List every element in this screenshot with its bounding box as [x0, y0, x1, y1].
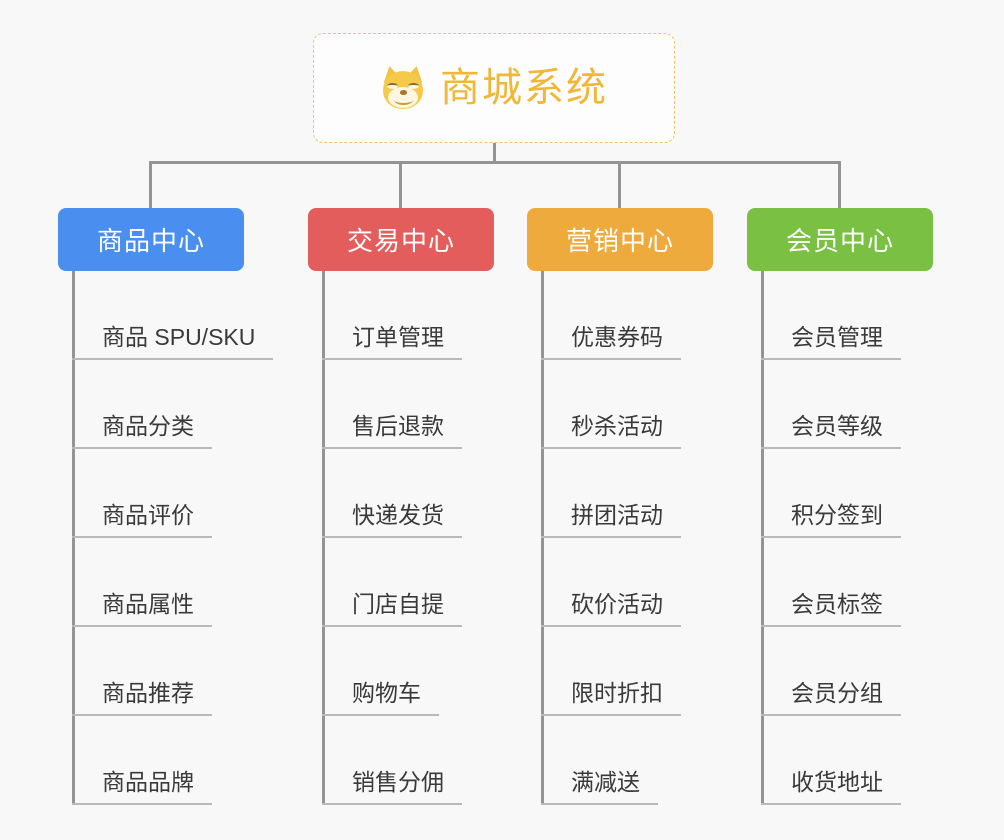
list-item[interactable]: 销售分佣: [308, 716, 494, 805]
connector-root-stub: [493, 143, 496, 163]
leaf-label: 商品品牌: [102, 768, 194, 795]
branch-marketing-center: 营销中心 优惠券码 秒杀活动 拼团活动 砍价活动 限时折扣 满减送: [527, 208, 713, 805]
list-item[interactable]: 满减送: [527, 716, 713, 805]
connector-drop-member-center: [838, 161, 841, 208]
branch-spine: [322, 271, 325, 805]
list-item[interactable]: 售后退款: [308, 360, 494, 449]
leaf-label: 会员等级: [791, 412, 883, 439]
branch-spine: [72, 271, 75, 805]
list-item[interactable]: 商品分类: [58, 360, 244, 449]
leaf-label: 会员标签: [791, 590, 883, 617]
leaf-label: 砍价活动: [571, 590, 663, 617]
leaf-label: 商品 SPU/SKU: [102, 323, 256, 350]
leaf-label: 会员分组: [791, 679, 883, 706]
list-item[interactable]: 积分签到: [747, 449, 933, 538]
list-item[interactable]: 购物车: [308, 627, 494, 716]
category-title: 交易中心: [346, 226, 455, 256]
leaf-label: 销售分佣: [352, 768, 444, 795]
leaf-label: 会员管理: [791, 323, 883, 350]
list-item[interactable]: 砍价活动: [527, 538, 713, 627]
list-item[interactable]: 会员分组: [747, 627, 933, 716]
leaf-label: 秒杀活动: [571, 412, 663, 439]
list-item[interactable]: 秒杀活动: [527, 360, 713, 449]
list-item[interactable]: 订单管理: [308, 271, 494, 360]
list-item[interactable]: 快递发货: [308, 449, 494, 538]
list-item[interactable]: 拼团活动: [527, 449, 713, 538]
branch-spine: [761, 271, 764, 805]
root-title: 商城系统: [440, 66, 608, 110]
leaf-label: 商品分类: [102, 412, 194, 439]
connector-drop-product-center: [149, 161, 152, 208]
category-title: 营销中心: [565, 226, 674, 256]
branch-product-center: 商品中心 商品 SPU/SKU 商品分类 商品评价 商品属性 商品推荐 商品品牌: [58, 208, 274, 805]
category-header-product-center[interactable]: 商品中心: [58, 208, 244, 271]
list-item[interactable]: 会员管理: [747, 271, 933, 360]
leaf-label: 商品评价: [102, 501, 194, 528]
list-item[interactable]: 商品推荐: [58, 627, 244, 716]
leaf-label: 订单管理: [352, 323, 444, 350]
leaf-label: 限时折扣: [571, 679, 663, 706]
list-item[interactable]: 门店自提: [308, 538, 494, 627]
list-item[interactable]: 会员标签: [747, 538, 933, 627]
list-item[interactable]: 优惠券码: [527, 271, 713, 360]
leaf-label: 商品推荐: [102, 679, 194, 706]
connector-drop-trade-center: [399, 161, 402, 208]
leaf-label: 购物车: [352, 679, 421, 706]
category-header-member-center[interactable]: 会员中心: [747, 208, 933, 271]
leaf-label: 快递发货: [352, 501, 444, 528]
leaf-label: 门店自提: [352, 590, 444, 617]
branch-member-center: 会员中心 会员管理 会员等级 积分签到 会员标签 会员分组 收货地址: [747, 208, 933, 805]
list-item[interactable]: 会员等级: [747, 360, 933, 449]
category-header-marketing-center[interactable]: 营销中心: [527, 208, 713, 271]
connector-horizontal-bus: [149, 161, 841, 164]
branch-trade-center: 交易中心 订单管理 售后退款 快递发货 门店自提 购物车 销售分佣: [308, 208, 494, 805]
leaf-label: 售后退款: [352, 412, 444, 439]
category-title: 商品中心: [96, 226, 205, 256]
category-title: 会员中心: [785, 226, 894, 256]
category-header-trade-center[interactable]: 交易中心: [308, 208, 494, 271]
branch-spine: [541, 271, 544, 805]
shiba-dog-icon: [380, 64, 426, 111]
list-item[interactable]: 商品 SPU/SKU: [58, 271, 274, 360]
leaf-label: 积分签到: [791, 501, 883, 528]
list-item[interactable]: 限时折扣: [527, 627, 713, 716]
leaf-label: 优惠券码: [571, 323, 663, 350]
list-item[interactable]: 商品评价: [58, 449, 244, 538]
leaf-label: 商品属性: [102, 590, 194, 617]
list-item[interactable]: 收货地址: [747, 716, 933, 805]
leaf-label: 满减送: [571, 768, 640, 795]
leaf-label: 拼团活动: [571, 501, 663, 528]
root-node[interactable]: 商城系统: [313, 33, 675, 143]
connector-drop-marketing-center: [618, 161, 621, 208]
list-item[interactable]: 商品属性: [58, 538, 244, 627]
list-item[interactable]: 商品品牌: [58, 716, 244, 805]
leaf-label: 收货地址: [791, 768, 883, 795]
